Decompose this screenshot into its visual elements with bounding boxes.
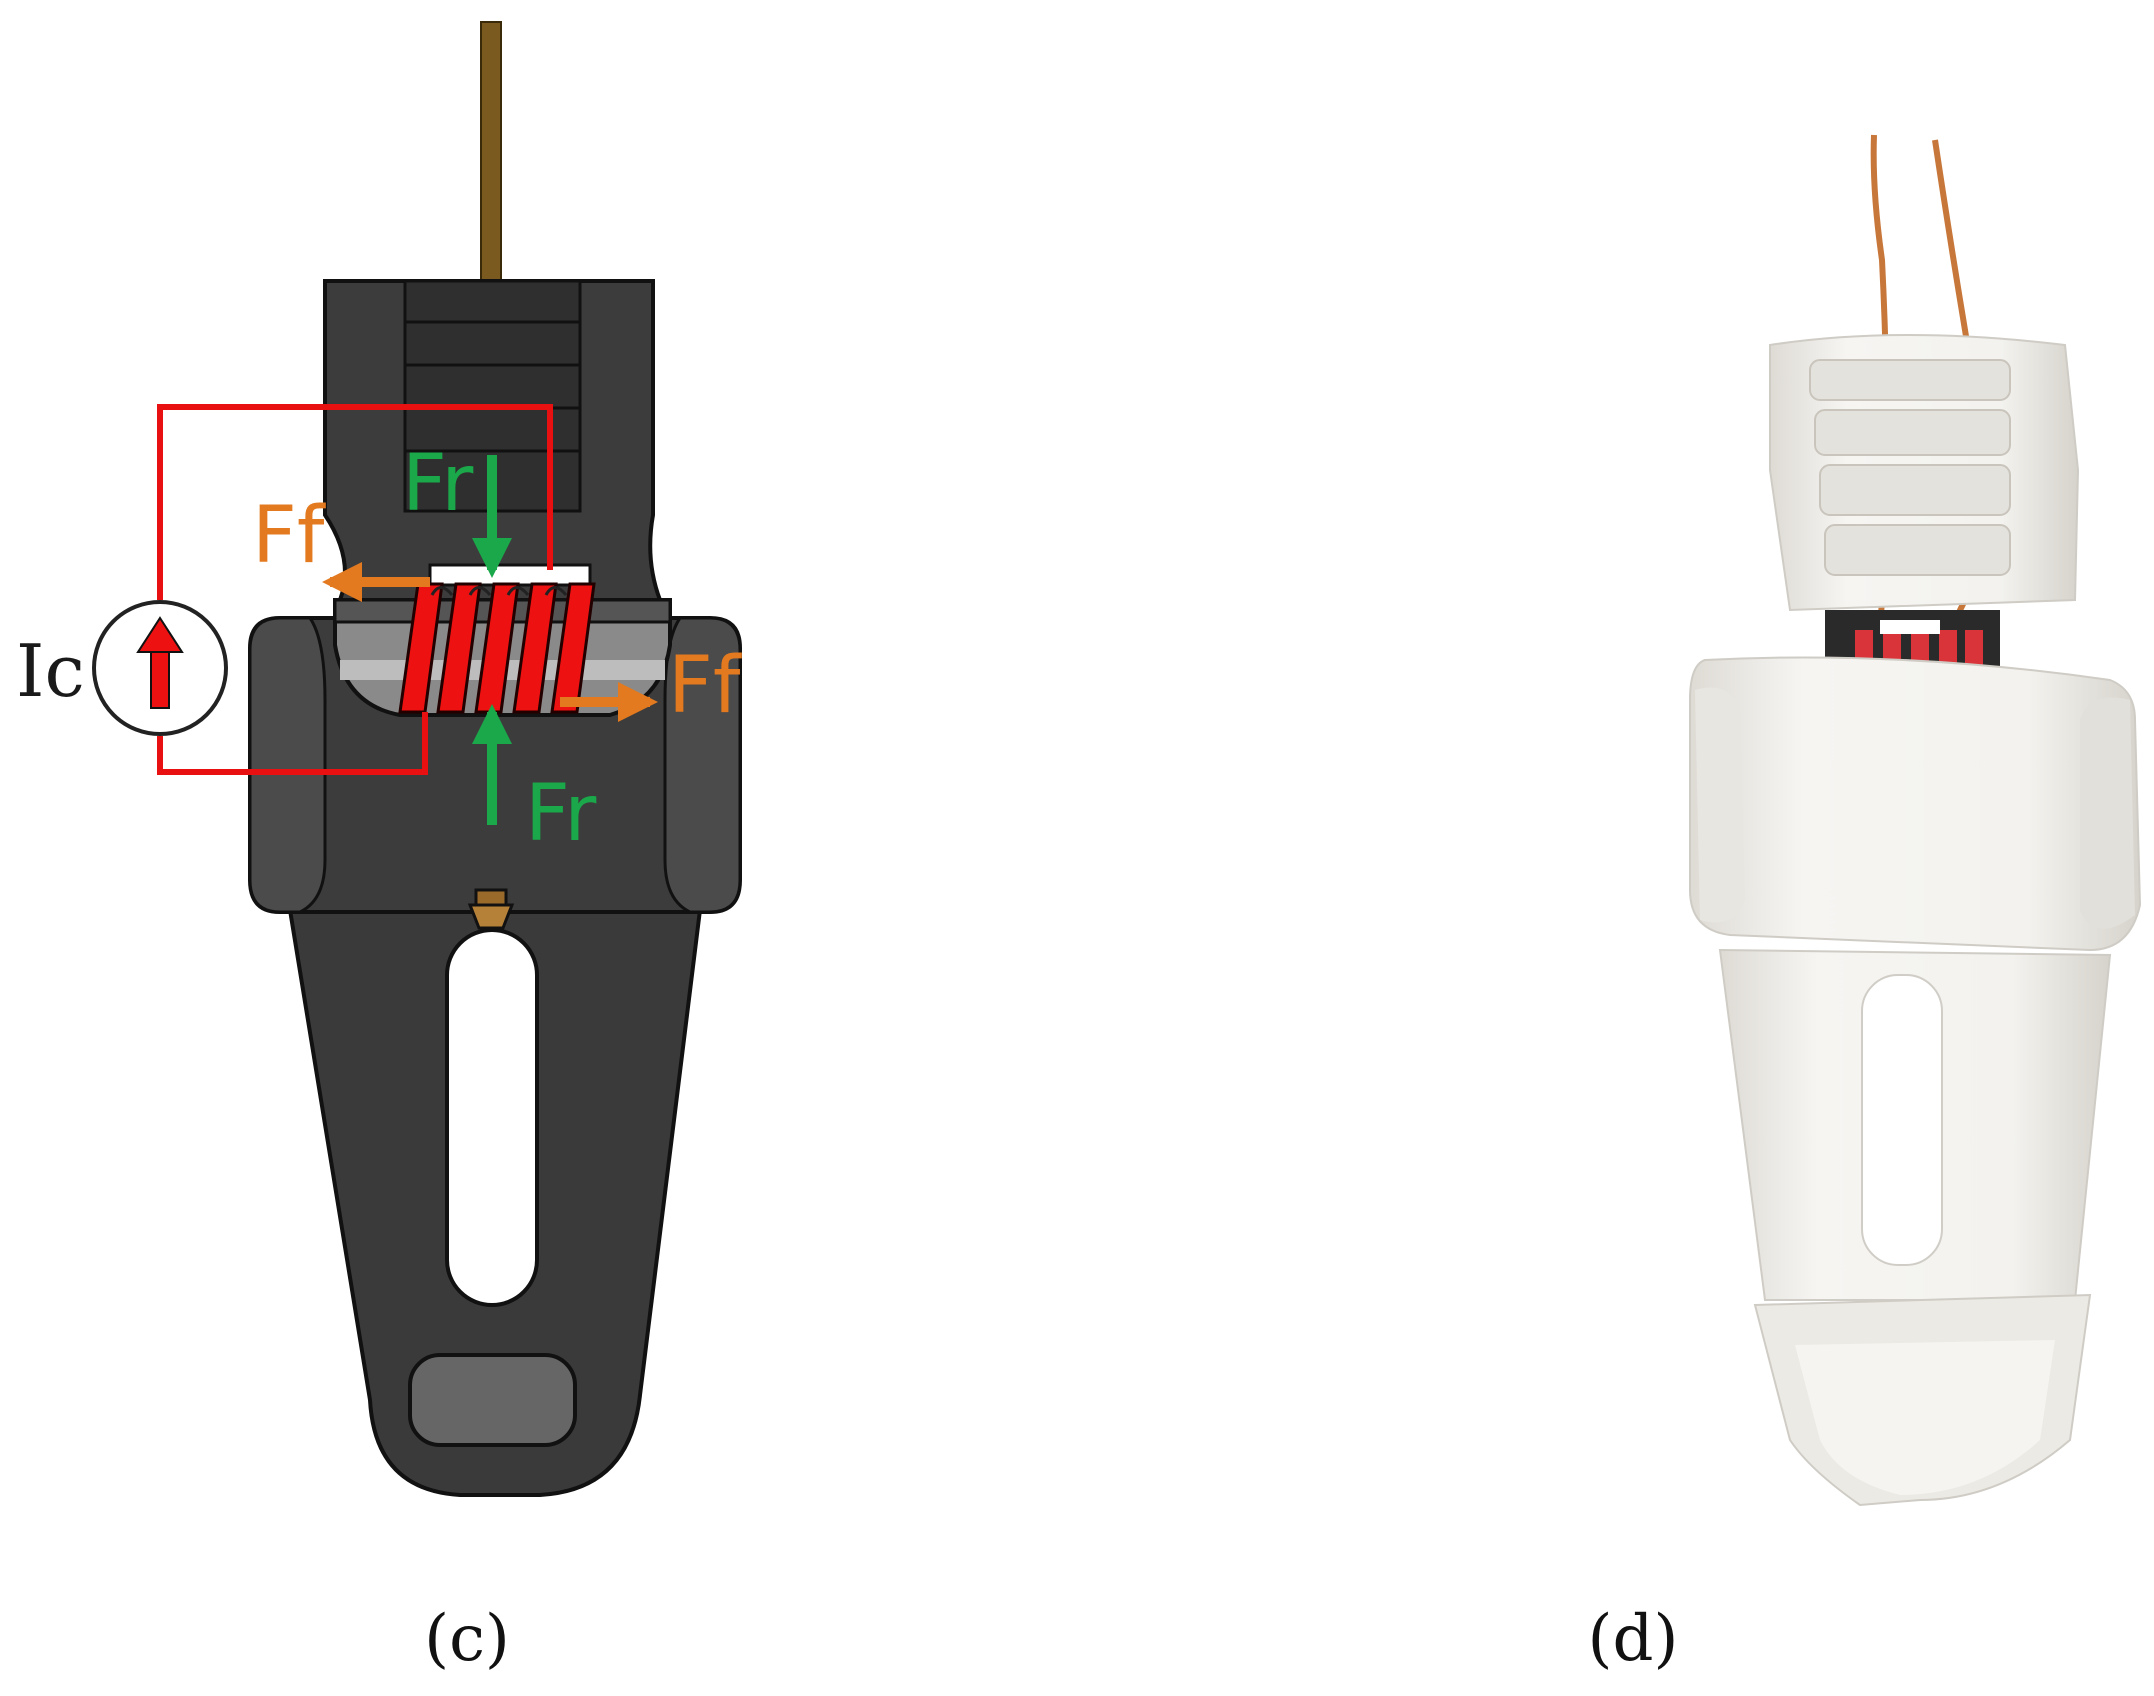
label-radial-top: Fr (402, 439, 474, 529)
label-friction-left: Ff (252, 491, 326, 581)
label-friction-right: Ff (668, 641, 742, 731)
coil-winding (398, 582, 596, 714)
caption-c: (c) (424, 1602, 510, 1676)
white-arm-slot (1861, 974, 1943, 1266)
panel-c-diagram: Ic Ff Ff Fr Fr (16, 21, 742, 1497)
label-radial-bottom: Fr (525, 769, 597, 859)
pivot-nut (467, 888, 515, 930)
actuator-rod (480, 21, 502, 285)
circuit-wire (157, 404, 553, 775)
label-current: Ic (16, 629, 85, 713)
white-ribs (1809, 359, 2011, 576)
grip-pad (408, 1353, 577, 1447)
caption-d: (d) (1588, 1602, 1679, 1676)
white-middle-block (1689, 656, 2142, 952)
arm-slot (445, 928, 539, 1307)
panel-d-photo (1689, 134, 2142, 1507)
current-arrow-icon (136, 616, 184, 709)
